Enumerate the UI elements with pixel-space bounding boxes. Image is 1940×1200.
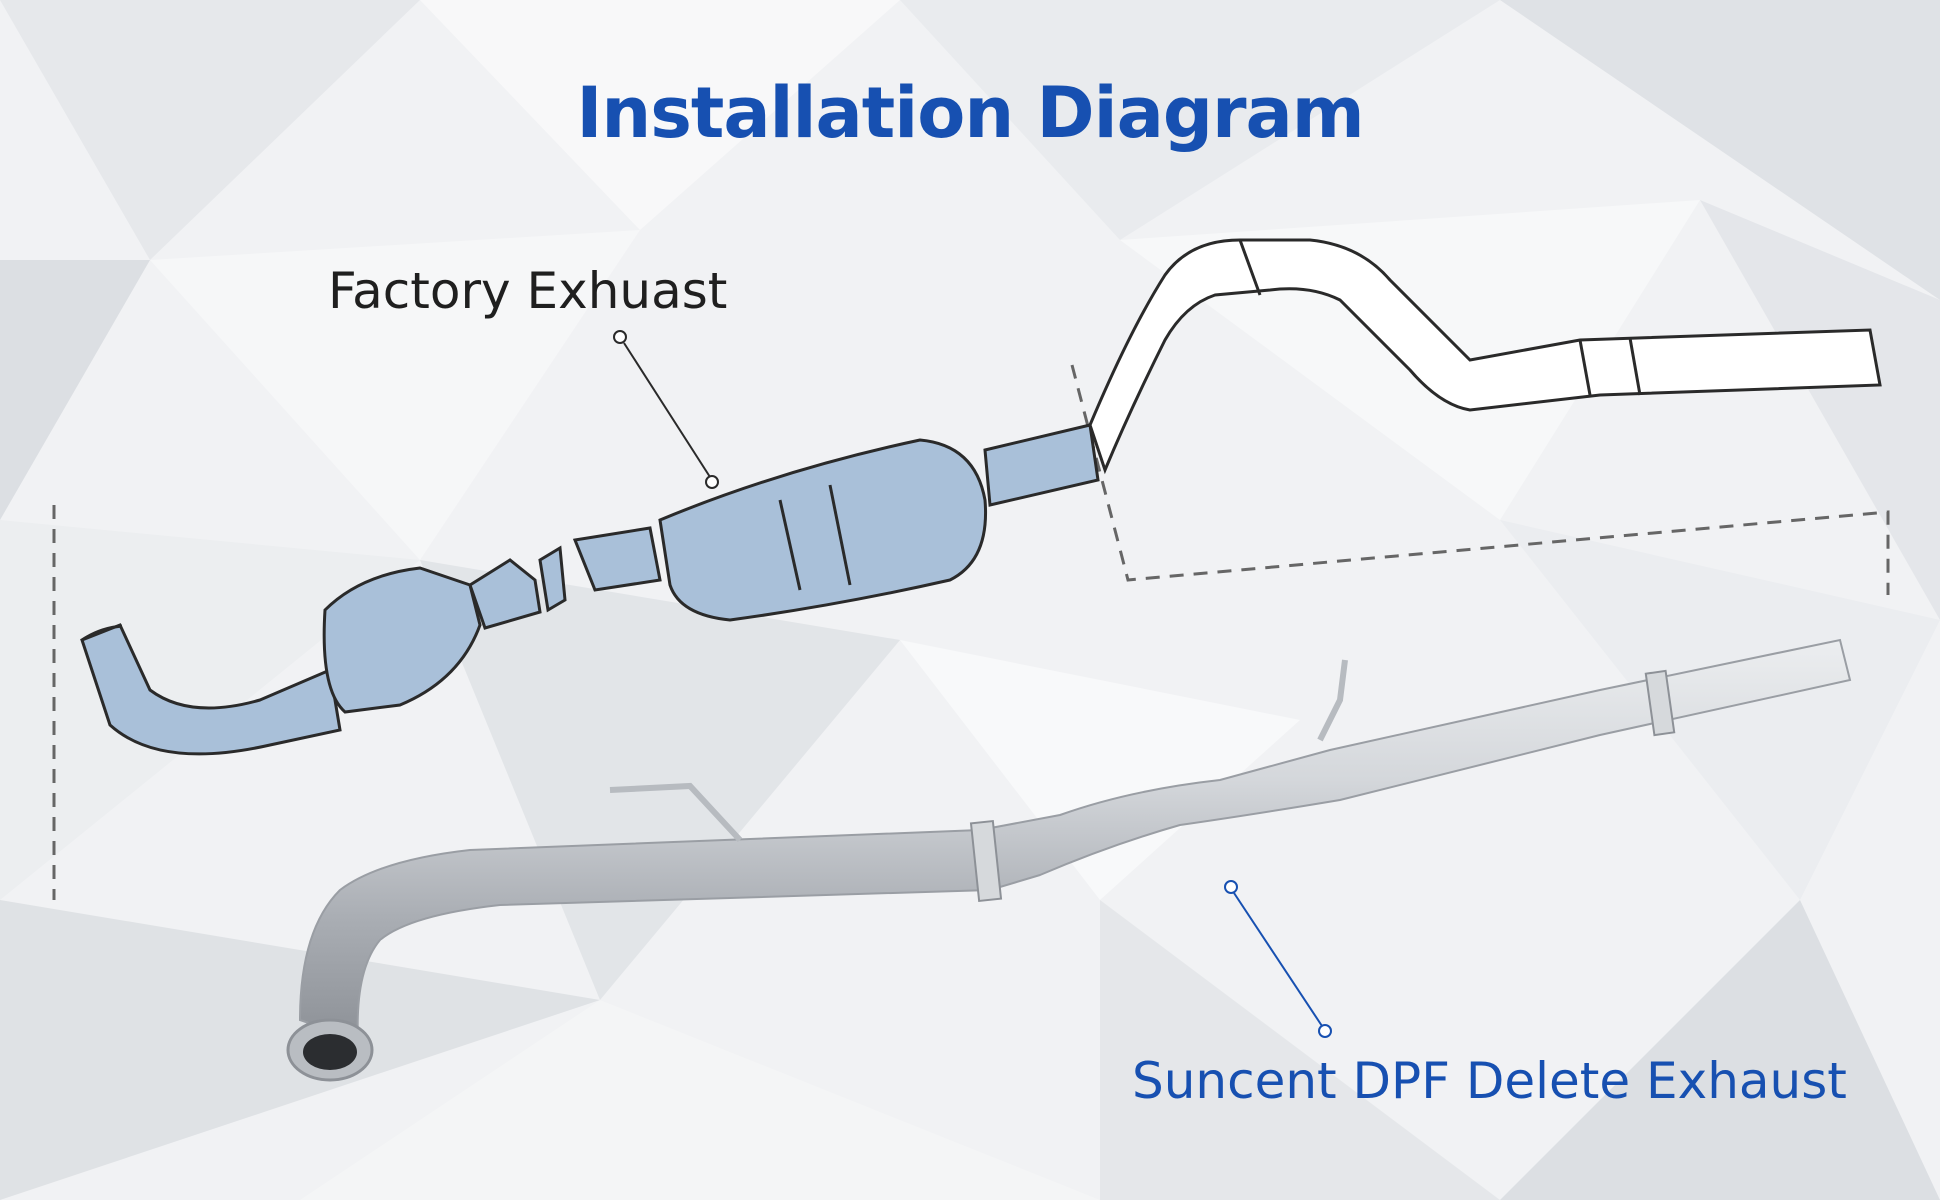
page-title: Installation Diagram — [576, 72, 1364, 154]
suncent-callout — [1224, 880, 1332, 1038]
factory-downpipe — [80, 623, 342, 756]
suncent-exhaust-label: Suncent DPF Delete Exhaust — [1132, 1052, 1847, 1110]
factory-tailpipe-outline — [1088, 238, 1882, 475]
factory-catalytic-converter — [322, 545, 567, 714]
factory-dpf — [572, 423, 1100, 622]
factory-callout — [613, 330, 719, 489]
dashed-guides — [52, 364, 1890, 900]
factory-exhaust-label: Factory Exhuast — [328, 262, 728, 320]
suncent-delete-pipe — [286, 638, 1852, 1082]
right-dashed-bracket — [1070, 364, 1890, 595]
